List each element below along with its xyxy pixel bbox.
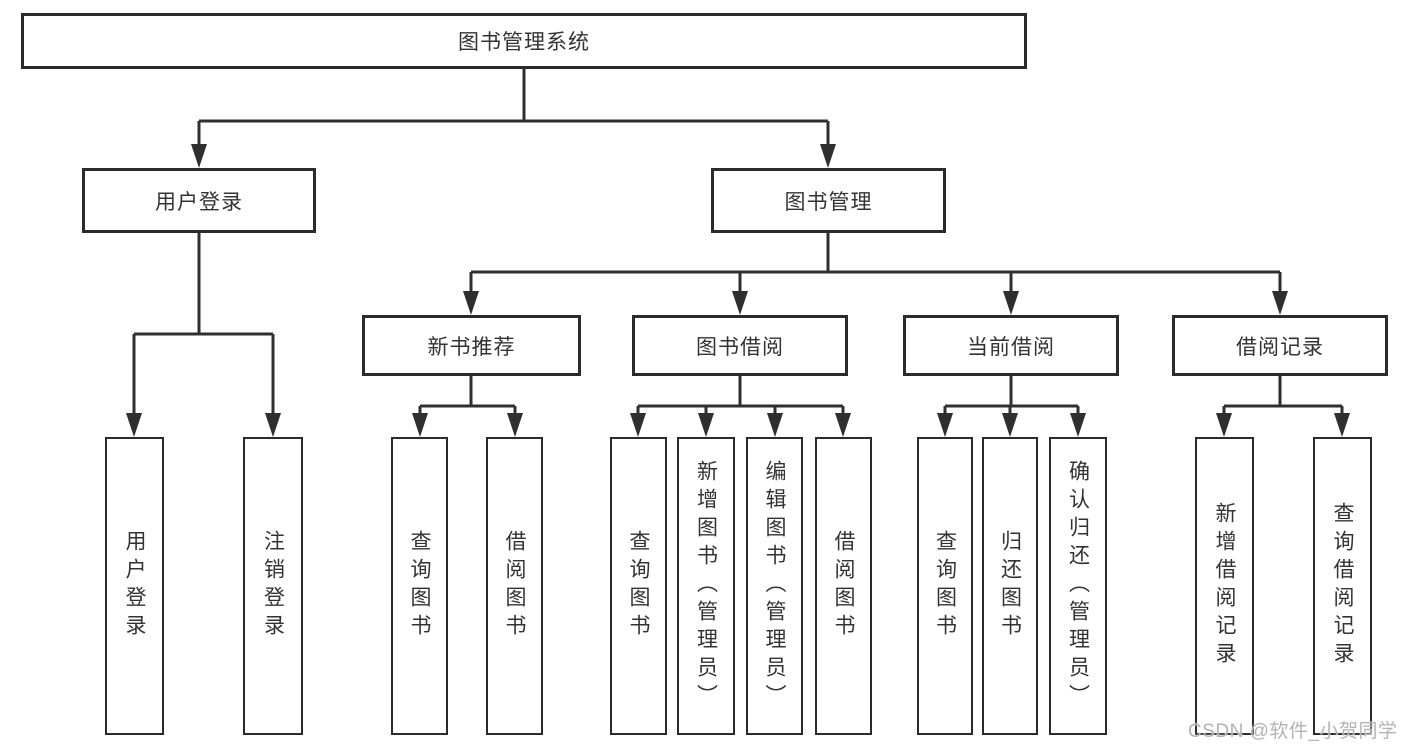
leaf-logout: 注销登录 — [243, 437, 303, 735]
leaf-borrow-books-recommend-label: 借阅图书 — [503, 530, 526, 642]
leaf-confirm-return-admin: 确认归还（管理员） — [1049, 437, 1107, 735]
leaf-borrow-books: 借阅图书 — [815, 437, 872, 735]
leaf-borrow-books-label: 借阅图书 — [832, 530, 855, 642]
leaf-add-borrow-record-label: 新增借阅记录 — [1213, 502, 1236, 670]
leaf-return-books: 归还图书 — [982, 437, 1038, 735]
leaf-query-books-recommend: 查询图书 — [391, 437, 448, 735]
leaf-edit-books-admin: 编辑图书（管理员） — [746, 437, 803, 735]
node-current-borrowing: 当前借阅 — [903, 315, 1119, 376]
node-borrowing-records: 借阅记录 — [1172, 315, 1388, 376]
node-book-management: 图书管理 — [711, 168, 946, 233]
leaf-query-books-current: 查询图书 — [917, 437, 973, 735]
leaf-query-books-recommend-label: 查询图书 — [408, 530, 431, 642]
leaf-query-books-current-label: 查询图书 — [933, 530, 957, 642]
node-book-borrowing: 图书借阅 — [632, 315, 848, 376]
leaf-query-books-borrowing: 查询图书 — [610, 437, 667, 735]
node-user-login: 用户登录 — [82, 168, 316, 233]
leaf-user-login-label: 用户登录 — [123, 530, 146, 642]
leaf-logout-label: 注销登录 — [261, 530, 285, 642]
node-library-system: 图书管理系统 — [21, 13, 1027, 69]
leaf-query-borrow-record: 查询借阅记录 — [1313, 437, 1372, 735]
csdn-watermark: CSDN @软件_小贺同学 — [1188, 721, 1398, 742]
node-new-book-recommendation: 新书推荐 — [362, 315, 581, 376]
leaf-confirm-return-admin-label: 确认归还（管理员） — [1066, 460, 1090, 712]
leaf-borrow-books-recommend: 借阅图书 — [486, 437, 543, 735]
leaf-user-login: 用户登录 — [105, 437, 164, 735]
leaf-edit-books-admin-label: 编辑图书（管理员） — [763, 460, 786, 712]
leaf-query-books-borrowing-label: 查询图书 — [627, 530, 650, 642]
leaf-add-books-admin: 新增图书（管理员） — [677, 437, 735, 735]
leaf-query-borrow-record-label: 查询借阅记录 — [1331, 502, 1354, 670]
leaf-return-books-label: 归还图书 — [998, 530, 1022, 642]
leaf-add-books-admin-label: 新增图书（管理员） — [694, 460, 718, 712]
leaf-add-borrow-record: 新增借阅记录 — [1195, 437, 1254, 735]
